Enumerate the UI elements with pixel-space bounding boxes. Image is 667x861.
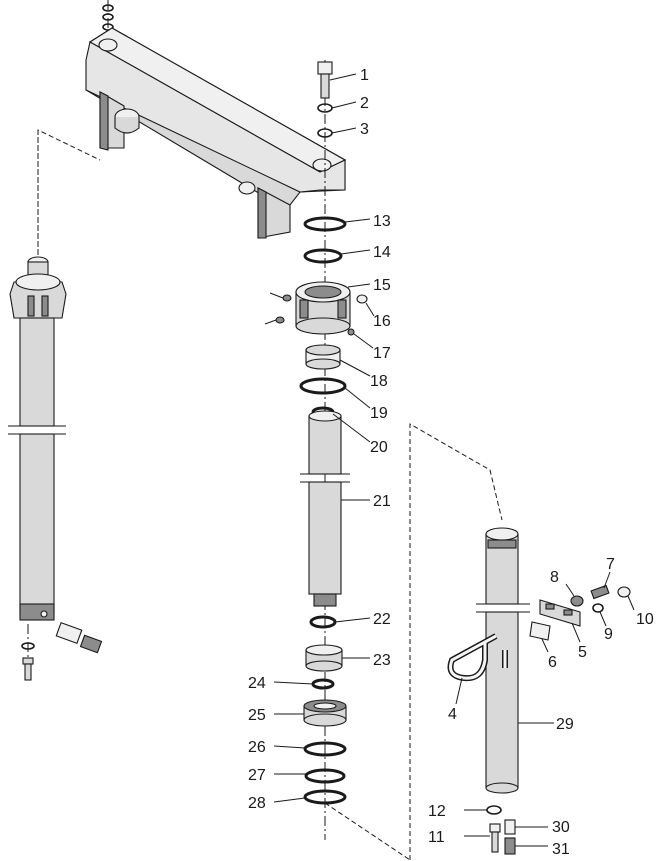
callout-20: 20 <box>370 439 388 456</box>
assembly-link-line-left <box>37 129 101 260</box>
part-15-collar-housing <box>295 281 351 335</box>
part-22-ring <box>309 615 337 629</box>
part-16-set-screws <box>264 292 368 325</box>
part-30-pin <box>504 819 516 835</box>
callout-25: 25 <box>248 707 266 724</box>
leader-lines <box>273 73 635 847</box>
part-10-nut <box>617 586 631 598</box>
callout-22: 22 <box>373 611 391 628</box>
part-19-ring <box>299 377 347 395</box>
callout-16: 16 <box>373 313 391 330</box>
part-24-ring <box>311 678 335 690</box>
assembly-link-line-right <box>409 423 503 860</box>
callout-7: 7 <box>606 556 615 573</box>
callout-labels: 1 2 3 4 5 6 7 8 9 10 11 12 13 14 15 16 1… <box>248 67 654 858</box>
part-21-inner-tube <box>300 410 350 607</box>
part-31-spring <box>504 837 516 855</box>
callout-12: 12 <box>428 803 446 820</box>
callout-14: 14 <box>373 244 391 261</box>
part-6-clamp-jaw <box>529 621 551 641</box>
callout-23: 23 <box>373 652 391 669</box>
callout-31: 31 <box>552 841 570 858</box>
callout-28: 28 <box>248 795 266 812</box>
callout-26: 26 <box>248 739 266 756</box>
callout-3: 3 <box>360 121 369 138</box>
part-4-u-bolt <box>447 633 508 682</box>
part-26-ring <box>303 741 347 757</box>
callout-11: 11 <box>428 829 445 846</box>
callout-10: 10 <box>636 611 654 628</box>
part-23-sleeve <box>305 644 343 672</box>
left-column-assembly <box>8 256 103 681</box>
callout-1: 1 <box>360 67 369 84</box>
callout-24: 24 <box>248 675 266 692</box>
part-5-clamp-plate <box>539 599 581 627</box>
part-1-bolt <box>317 61 333 99</box>
callout-4: 4 <box>448 706 457 723</box>
callout-30: 30 <box>552 819 570 836</box>
callout-9: 9 <box>604 626 613 643</box>
part-13-ring <box>303 216 347 232</box>
callout-27: 27 <box>248 767 266 784</box>
callout-19: 19 <box>370 405 388 422</box>
part-7-screw <box>590 584 610 600</box>
part-27-ring <box>304 768 346 784</box>
callout-29: 29 <box>556 716 574 733</box>
part-11-bolt <box>489 823 501 853</box>
callout-2: 2 <box>360 95 369 112</box>
boom-arm-bracket <box>85 27 347 239</box>
assembly-link-line-bottom <box>324 802 411 861</box>
callout-15: 15 <box>373 277 391 294</box>
part-8-nut <box>570 595 584 607</box>
callout-6: 6 <box>548 654 557 671</box>
callout-21: 21 <box>373 493 391 510</box>
part-12-washer <box>486 805 502 815</box>
callout-8: 8 <box>550 569 559 586</box>
callout-18: 18 <box>370 373 388 390</box>
part-17-screw <box>347 328 355 336</box>
part-14-ring <box>303 248 343 264</box>
part-18-bushing <box>305 344 341 370</box>
part-9-washer <box>592 603 604 613</box>
callout-17: 17 <box>373 345 391 362</box>
callout-13: 13 <box>373 213 391 230</box>
part-25-bearing <box>303 699 347 727</box>
callout-5: 5 <box>578 644 587 661</box>
